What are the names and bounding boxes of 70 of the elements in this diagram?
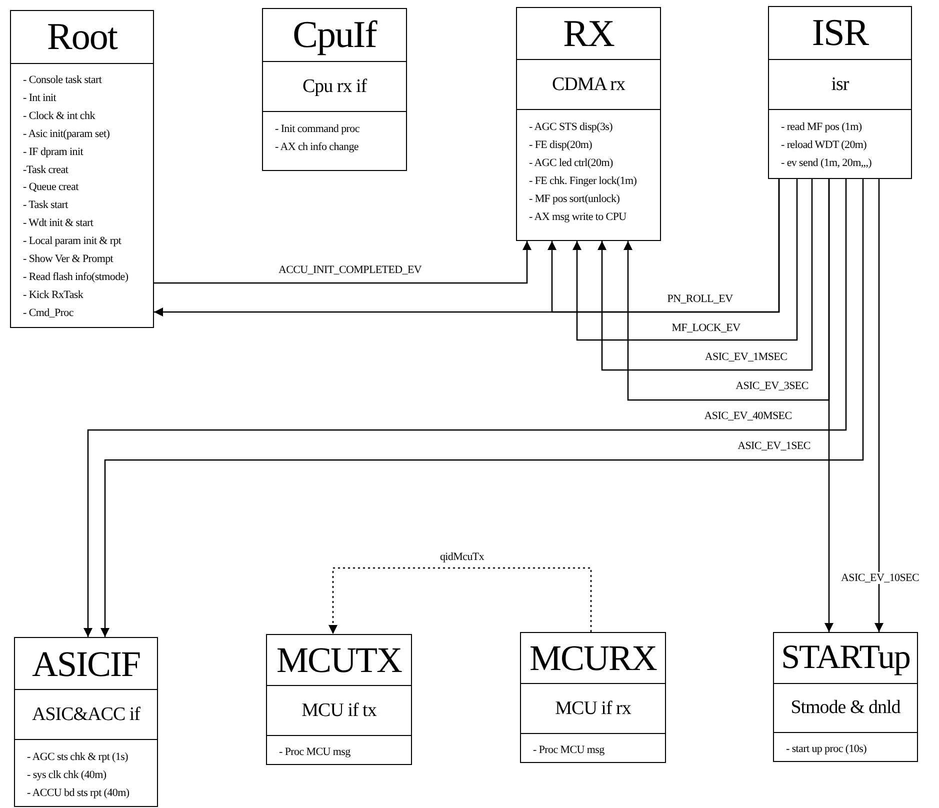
operation-item: - reload WDT (20m) [781,138,868,153]
edge-label: ASIC_EV_40MSEC [702,410,794,422]
edge-label: ASIC_EV_1MSEC [702,351,790,363]
operation-item: -Task creat [23,162,70,178]
class-box [773,632,918,762]
operation-item: - sys clk chk (40m) [27,768,108,783]
class-name: ISR [810,11,870,56]
class-name: STARTup [780,638,911,678]
class-name: MCURX [528,637,658,680]
operation-item: - ACCU bd sts rpt (40m) [27,786,130,801]
operation-item: - FE disp(20m) [529,138,594,153]
class-name: ASICIF [30,642,142,686]
class-box [520,632,666,763]
class-subtitle: ASIC&ACC if [32,704,140,726]
class-name: Root [46,15,119,60]
operation-item: - Queue creat [23,180,80,196]
class-subtitle: Cpu rx if [302,76,367,98]
operation-item: - AGC led ctrl(20m) [529,156,614,171]
arrow [874,179,884,632]
operation-item: - Read flash info(stmode) [23,270,130,285]
arrow [824,179,834,632]
edge-label: ASIC_EV_10SEC [839,572,921,584]
class-subtitle: MCU if tx [302,700,376,722]
class-box [266,634,412,765]
class-box [516,7,661,241]
class-box [768,6,912,179]
edge-label: MF_LOCK_EV [670,322,742,334]
operation-item: - Wdt init & start [23,216,94,232]
operation-item: - Proc MCU msg [533,743,606,758]
operation-item: - Local param init & rpt [23,234,122,250]
edge-label: ASIC_EV_3SEC [734,380,810,392]
operation-item: - AX ch info change [275,140,360,155]
operation-item: - ev send (1m, 20m,,,) [781,156,873,171]
operation-item: - Clock & int chk [23,108,96,124]
arrow [548,179,780,313]
class-subtitle: MCU if rx [555,698,631,720]
arrow [572,179,798,341]
operation-item: - Cmd_Proc [23,306,74,321]
dashed-arrow [328,567,592,634]
operation-item: - AGC sts chk & rpt (1s) [27,750,129,765]
class-box [262,8,407,171]
class-subtitle: isr [831,74,849,96]
operation-item: - FE chk. Finger lock(1m) [529,174,638,189]
operation-item: - Task start [23,198,70,214]
arrow [598,179,813,371]
class-name: MCUTX [275,639,403,682]
class-subtitle: CDMA rx [552,74,626,96]
operation-item: - Console task start [23,73,103,88]
operation-item: - read MF pos (1m) [781,120,863,135]
class-box [10,10,154,328]
class-subtitle: Stmode & dnld [790,696,900,719]
edge-label: qidMcuTx [438,551,486,563]
operation-item: - Asic init(param set) [23,126,111,142]
operation-item: - MF pos sort(unlock) [529,192,621,207]
operation-item: - Kick RxTask [23,288,84,303]
operation-item: - start up proc (10s) [786,742,868,757]
operation-item: - IF dpram init [23,144,84,160]
class-name: CpuIf [292,13,378,58]
operation-item: - AX msg write to CPU [529,210,628,225]
edge-label: ASIC_EV_1SEC [736,440,812,452]
operation-item: - Show Ver & Prompt [23,252,114,268]
class-box [14,637,158,807]
operation-item: - AGC STS disp(3s) [529,120,614,135]
operation-item: - Init command proc [275,122,360,137]
operation-item: - Int init [23,90,58,106]
arrow [154,241,532,284]
class-name: RX [562,12,616,56]
edge-label: ACCU_INIT_COMPLETED_EV [276,264,424,276]
edge-label: PN_ROLL_EV [665,293,735,305]
operation-item: - Proc MCU msg [279,745,352,760]
